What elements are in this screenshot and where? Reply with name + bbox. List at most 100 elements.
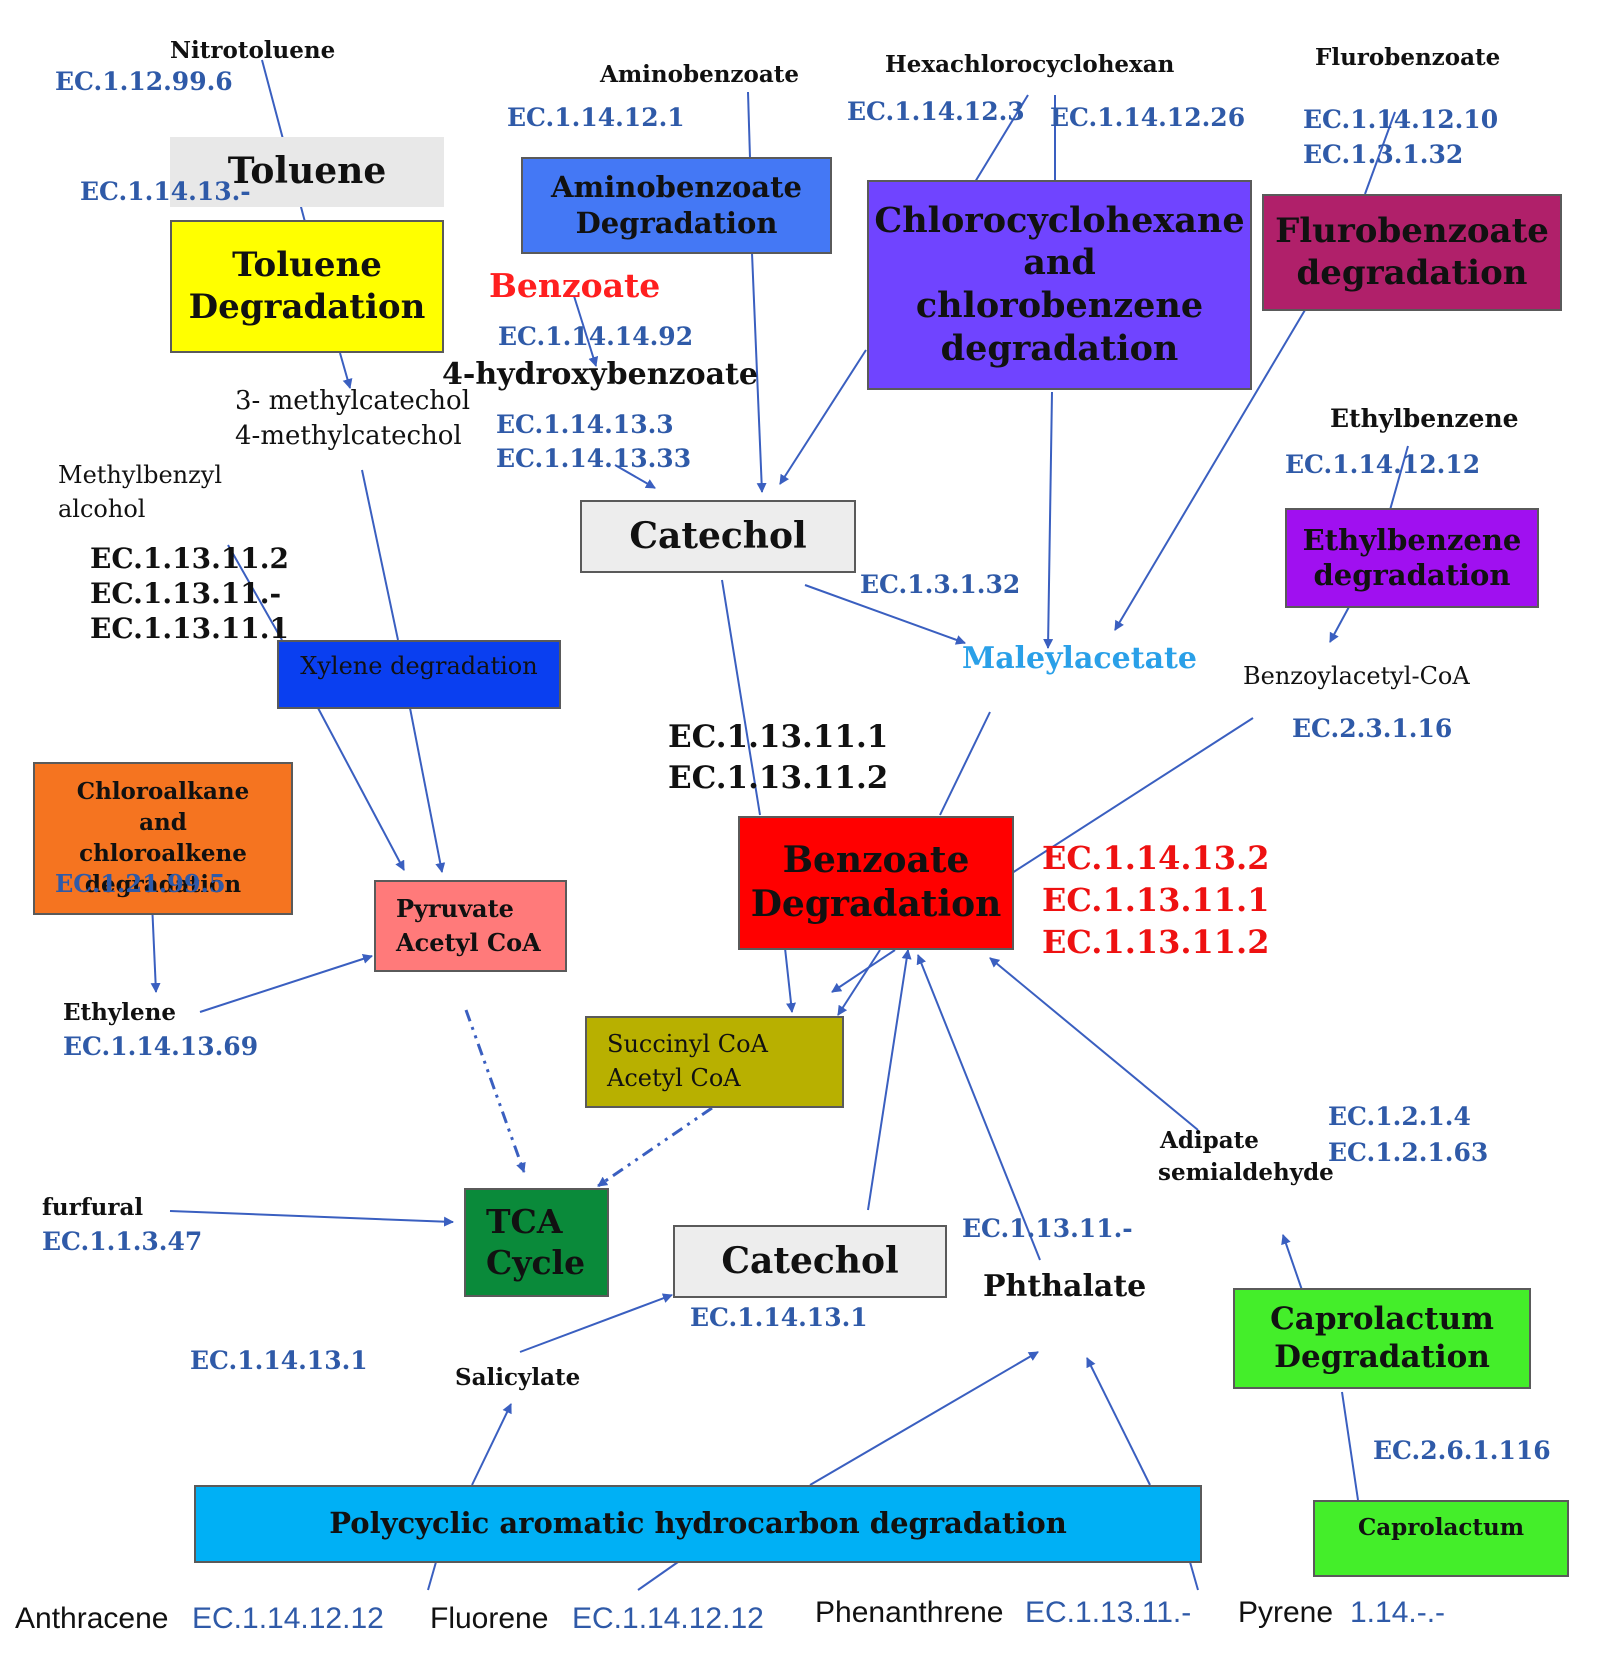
ethylene-to-pyruvate-arrow xyxy=(199,954,373,1013)
tca-label: TCA xyxy=(486,1202,563,1242)
ethylbenzene-degradation-box[interactable]: Ethylbenzene degradation xyxy=(1285,508,1539,608)
hydroxybenzoate-label: 4-hydroxybenzoate xyxy=(442,357,758,392)
flurobenzoate-to-maleylacetate-arrow xyxy=(1114,309,1306,631)
pah-degradation-label: Polycyclic aromatic hydrocarbon degradat… xyxy=(329,1506,1067,1541)
catechol-top-box[interactable]: Catechol xyxy=(580,500,856,573)
flurobenzoate-degradation-box[interactable]: Flurobenzoate degradation xyxy=(1262,194,1562,311)
benzoate-ec: EC.1.14.14.92 xyxy=(498,322,694,351)
chlorocyclohexane-to-maleylacetate-arrow xyxy=(1043,391,1054,649)
catechol-bottom-box[interactable]: Catechol xyxy=(673,1225,947,1298)
pah-to-salicylate-arrow xyxy=(471,1403,512,1486)
hydroxybenzoate-to-catechol-arrow xyxy=(614,464,656,489)
tca-cycle-box[interactable]: TCA Cycle xyxy=(464,1188,609,1297)
pyruvate-acetyl-coa-box[interactable]: Pyruvate Acetyl CoA xyxy=(374,880,567,972)
catechol-benzoate-ec-a: EC.1.13.11.1 xyxy=(668,719,889,755)
salicylate-label: Salicylate xyxy=(455,1364,581,1391)
benzoate-red-ec-a: EC.1.14.13.2 xyxy=(1042,839,1270,877)
catechol-benzoate-ec-b: EC.1.13.11.2 xyxy=(668,760,889,796)
succinyl-acetyl-coa-label: Acetyl CoA xyxy=(607,1064,741,1092)
methylbenzyl-ec-a: EC.1.13.11.2 xyxy=(90,542,290,575)
benzoylacetyl-ec: EC.2.3.1.16 xyxy=(1292,714,1453,743)
adipate-ec-b: EC.1.2.1.63 xyxy=(1328,1138,1489,1167)
benzoate-degradation-label: Benzoate Degradation xyxy=(750,839,1002,925)
catechol-bottom-ec: EC.1.14.13.1 xyxy=(690,1303,868,1332)
pyruvate-acetyl-coa-label: Acetyl CoA xyxy=(396,928,541,957)
flurobenzoate-label: Flurobenzoate xyxy=(1315,44,1501,71)
aminobenzoate-ec: EC.1.14.12.1 xyxy=(507,103,685,132)
adipate-to-benzoate-arrow xyxy=(989,957,1199,1131)
maleylacetate-label: Maleylacetate xyxy=(962,641,1197,676)
succinyl-coa-label: Succinyl CoA xyxy=(607,1030,768,1059)
methylbenzyl-ec-c: EC.1.13.11.1 xyxy=(90,612,290,645)
chlorocyclohexane-degradation-box[interactable]: Chlorocyclohexane and chlorobenzene degr… xyxy=(867,180,1252,390)
toluene-header-box: Toluene xyxy=(170,137,444,207)
hexachloro-ec-a: EC.1.14.12.3 xyxy=(847,97,1025,126)
aminobenzoate-line xyxy=(747,91,751,159)
pyrene-ec: 1.14.-.- xyxy=(1350,1596,1446,1629)
methylbenzyl-alcohol-label: alcohol xyxy=(58,495,146,523)
catechol-maleyl-ec: EC.1.3.1.32 xyxy=(860,570,1021,599)
benzoate-label: Benzoate xyxy=(489,266,661,305)
aminobenzoate-degradation-box[interactable]: Aminobenzoate Degradation xyxy=(521,157,832,254)
xylene-degradation-box[interactable]: Xylene degradation xyxy=(277,640,561,709)
benzoate-degradation-box[interactable]: Benzoate Degradation xyxy=(738,816,1014,950)
caprolactum-degradation-box[interactable]: Caprolactum Degradation xyxy=(1233,1288,1531,1389)
ethylbenzene-label: Ethylbenzene xyxy=(1330,404,1519,433)
nitrotoluene-ec: EC.1.12.99.6 xyxy=(55,67,233,96)
catechol-bottom-label: Catechol xyxy=(721,1239,899,1282)
phthalate-ec: EC.1.13.11.- xyxy=(962,1214,1133,1243)
fluorene-ec: EC.1.14.12.12 xyxy=(572,1602,764,1635)
pah-to-phthalate-arrow-a xyxy=(809,1351,1039,1486)
caprolactum-line xyxy=(1341,1391,1359,1501)
benzoylacetyl-to-benzoate-line xyxy=(1011,717,1254,874)
caprolactum-ec: EC.2.6.1.116 xyxy=(1373,1436,1551,1465)
aminobenzoate-degradation-label: Aminobenzoate Degradation xyxy=(551,170,802,240)
chloroalkane-ec: EC.1.21.99.5 xyxy=(55,869,226,898)
toluene-degradation-box[interactable]: Toluene Degradation xyxy=(170,220,444,353)
ethylene-ec: EC.1.14.13.69 xyxy=(63,1032,259,1061)
ethylbenzene-ec: EC.1.14.12.12 xyxy=(1285,450,1481,479)
aminobenzoate-to-catechol-arrow xyxy=(751,252,767,493)
benzoate-to-succinyl-arrow-c xyxy=(837,949,881,1016)
adipate-ec-a: EC.1.2.1.4 xyxy=(1328,1102,1471,1131)
methylcatechol-to-xylene-line xyxy=(361,469,399,641)
furfural-to-tca-arrow xyxy=(169,1210,454,1227)
furfural-ec: EC.1.1.3.47 xyxy=(42,1227,203,1256)
salicylate-ec: EC.1.14.13.1 xyxy=(190,1346,368,1375)
ethylbenzene-degradation-label: Ethylbenzene degradation xyxy=(1302,522,1522,592)
hexachloro-line-a xyxy=(974,94,1029,183)
anthracene-ec: EC.1.14.12.12 xyxy=(192,1602,384,1635)
flurobenzoate-line xyxy=(1364,111,1396,195)
benzoate-red-ec-c: EC.1.13.11.2 xyxy=(1042,923,1270,961)
hexachloro-ec-b: EC.1.14.12.26 xyxy=(1050,103,1246,132)
phthalate-label: Phthalate xyxy=(983,1269,1147,1304)
methylbenzyl-ec-b: EC.1.13.11.- xyxy=(90,577,282,610)
chloroalkane-degradation-box[interactable]: Chloroalkane and chloroalkene degradatio… xyxy=(33,762,293,915)
methylbenzyl-line xyxy=(227,544,283,641)
succinyl-acetyl-coa-box[interactable]: Succinyl CoA Acetyl CoA xyxy=(585,1016,844,1108)
pyrene-label: Pyrene xyxy=(1238,1596,1334,1629)
phenanthrene-ec: EC.1.13.11.- xyxy=(1025,1596,1192,1629)
chlorocyclohexane-to-catechol-arrow xyxy=(779,349,867,485)
xylene-degradation-label: Xylene degradation xyxy=(300,652,538,680)
aminobenzoate-label: Aminobenzoate xyxy=(600,61,799,88)
catechol-bottom-to-benzoate-arrow xyxy=(867,949,912,1211)
benzoate-red-ec-b: EC.1.13.11.1 xyxy=(1042,881,1270,919)
maleylacetate-to-benzoate-line xyxy=(939,711,991,816)
toluene-header-label: Toluene xyxy=(227,150,387,193)
pyruvate-to-tca-dashed-arrow xyxy=(464,1009,526,1173)
toluene-degradation-label: Toluene Degradation xyxy=(188,245,426,327)
nitrotoluene-label: Nitrotoluene xyxy=(170,37,336,64)
caprolactum-label: Caprolactum xyxy=(1357,1514,1525,1541)
catechol-to-maleylacetate-arrow xyxy=(804,584,966,645)
pah-degradation-box[interactable]: Polycyclic aromatic hydrocarbon degradat… xyxy=(194,1485,1202,1563)
caprolactum-box[interactable]: Caprolactum xyxy=(1313,1500,1569,1577)
toluene-to-methylcatechol-arrow xyxy=(339,352,353,389)
succinyl-to-tca-dashed-arrow xyxy=(597,1106,713,1188)
methylcatechol-4-label: 4-methylcatechol xyxy=(235,421,462,451)
hydroxy-ec-b: EC.1.14.13.33 xyxy=(496,444,692,473)
benzoate-to-hydroxybenzoate-arrow xyxy=(573,295,599,367)
cycle-label: Cycle xyxy=(486,1242,586,1282)
